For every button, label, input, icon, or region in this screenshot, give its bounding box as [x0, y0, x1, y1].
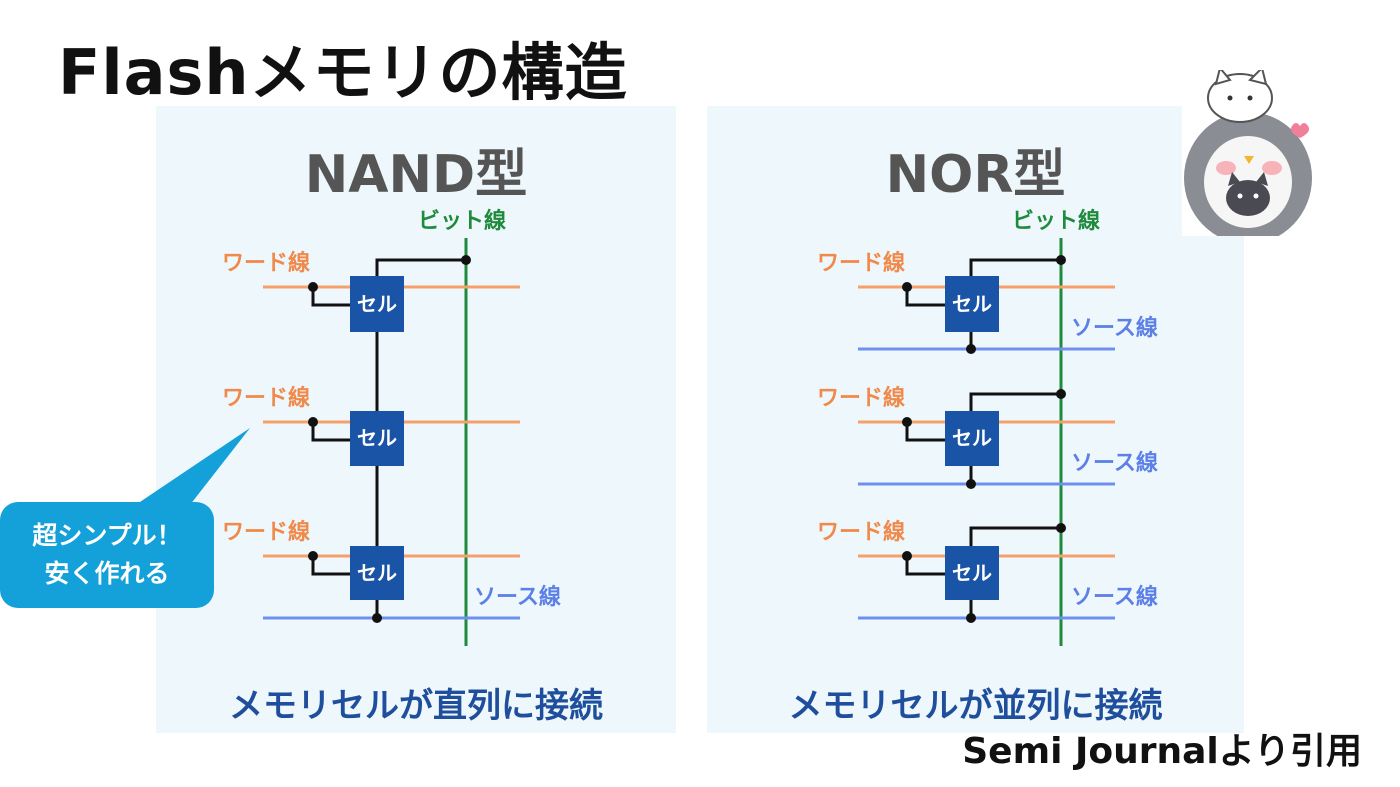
nor-heading: NOR型	[885, 145, 1066, 205]
callout-line-1: 超シンプル！	[32, 521, 182, 550]
nor-word-line-label: ワード線	[817, 519, 905, 545]
nand-source-line-label: ソース線	[474, 584, 561, 610]
nand-heading: NAND型	[304, 145, 528, 205]
nand-word-line-label: ワード線	[222, 250, 310, 276]
callout-bubble: 超シンプル！ 安く作れる	[0, 502, 214, 608]
callout-tail	[128, 428, 250, 510]
nor-diagram: ビット線 ワード線 セル ソース線 ワード線 セル ソース線	[817, 208, 1158, 646]
nor-cell: セル	[945, 546, 999, 600]
nor-bit-line-label: ビット線	[1012, 208, 1100, 234]
nand-caption: メモリセルが直列に接続	[229, 686, 603, 726]
nand-diagram: ビット線 ワード線 ワード線 ワード線 セル セル	[222, 208, 561, 646]
nand-cell: セル	[350, 411, 404, 466]
nor-word-line-label: ワード線	[817, 250, 905, 276]
nor-source-line-label: ソース線	[1071, 450, 1158, 476]
svg-text:セル: セル	[357, 426, 397, 450]
nor-cell: セル	[945, 411, 999, 466]
nor-panel: NOR型 ビット線 ワード線 セル ソース線 ワード線 セル	[707, 106, 1244, 733]
nand-word-line-label: ワード線	[222, 519, 310, 545]
nand-word-line-label: ワード線	[222, 385, 310, 411]
nor-word-line-label: ワード線	[817, 385, 905, 411]
source-credit: Semi Journalより引用	[962, 731, 1362, 772]
nand-cell: セル	[350, 546, 404, 600]
nand-bit-line-label: ビット線	[418, 208, 506, 234]
page-title: Flashメモリの構造	[58, 36, 628, 109]
svg-text:セル: セル	[952, 426, 992, 450]
svg-text:セル: セル	[357, 292, 397, 316]
penguin-cat-mascot-icon	[1182, 70, 1318, 236]
nand-cell: セル	[350, 276, 404, 332]
nor-source-line-label: ソース線	[1071, 584, 1158, 610]
svg-text:セル: セル	[952, 292, 992, 316]
nor-cell: セル	[945, 276, 999, 332]
nand-panel: NAND型 ビット線 ワード線 ワード線 ワード線 セル	[156, 106, 676, 733]
nor-caption: メモリセルが並列に接続	[788, 686, 1163, 726]
svg-text:セル: セル	[952, 561, 992, 585]
callout-line-2: 安く作れる	[44, 559, 170, 588]
nor-source-line-label: ソース線	[1071, 315, 1158, 341]
svg-text:セル: セル	[357, 561, 397, 585]
